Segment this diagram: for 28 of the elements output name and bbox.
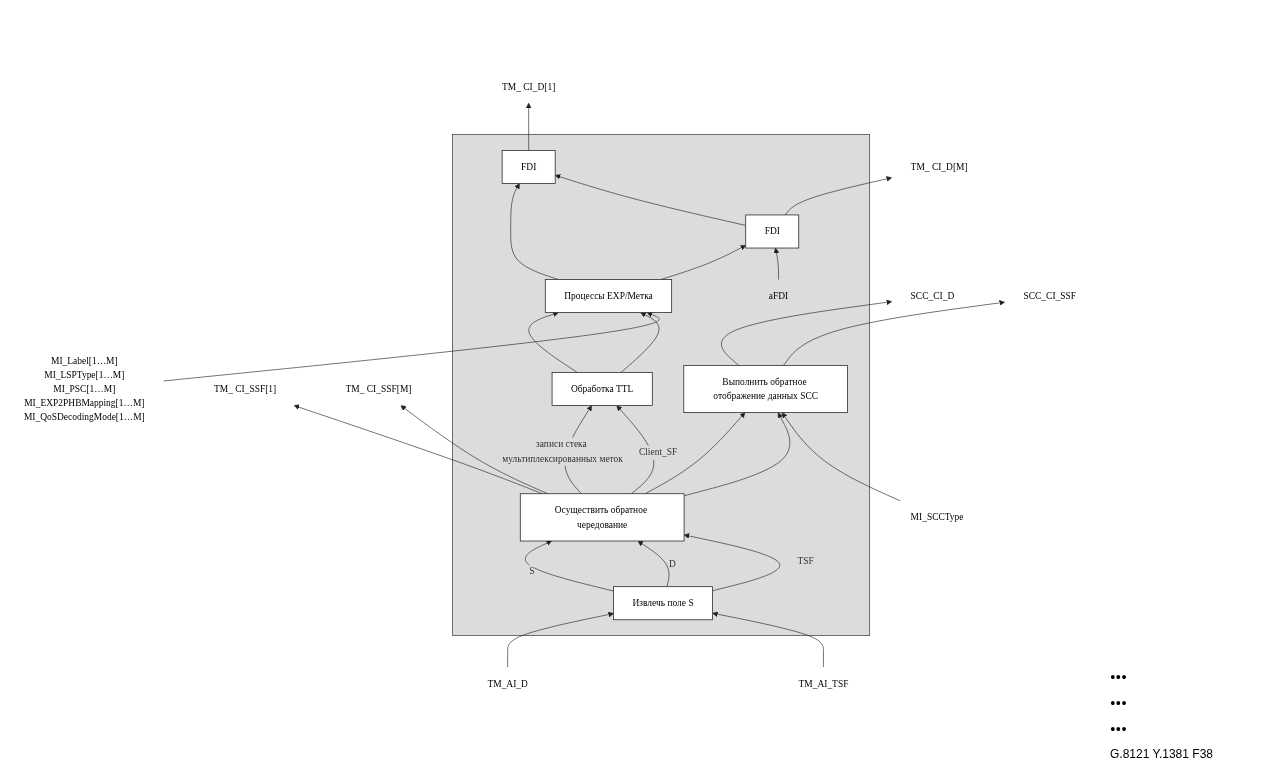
node-text: TM_ CI_SSF[M] xyxy=(345,384,412,395)
node-text: TM_AI_TSF xyxy=(798,678,849,689)
edge-label: записи стека мультиплексированных меток xyxy=(502,439,623,464)
edge-label: S xyxy=(529,566,535,577)
node-text: SCC_CI_D xyxy=(910,291,955,302)
node-box: Обработка TTL xyxy=(551,372,653,407)
edge-label: Client_SF xyxy=(638,447,678,458)
node-text: TM_AI_D xyxy=(487,678,528,689)
note-text: ••• xyxy=(1110,669,1128,687)
node-box: Выполнить обратное отображение данных SCC xyxy=(683,365,848,414)
node-text: MI_Label[1…M] MI_LSPType[1…M] MI_PSC[1…M] MI_EXP2PHBMapping[1…M] MI_QoSDecodingMode[1…M] xyxy=(23,355,145,423)
edge-label: D xyxy=(668,559,676,570)
node-box: FDI xyxy=(501,150,556,185)
node-text: aFDI xyxy=(768,291,789,302)
node-box: Извлечь поле S xyxy=(613,586,713,621)
node-box: FDI xyxy=(745,215,800,249)
node-text: MI_SCCType xyxy=(910,512,964,523)
node-box: Процессы EXP/Метка xyxy=(544,279,673,314)
node-box: Осуществить обратное чередование xyxy=(519,493,685,542)
node-text: TM_ CI_SSF[1] xyxy=(214,384,277,395)
node-text: SCC_CI_SSF xyxy=(1023,291,1077,302)
edge-label: TSF xyxy=(797,556,814,567)
note-text: G.8121 Y.1381 F38 xyxy=(1110,747,1214,761)
note-text: ••• xyxy=(1110,695,1128,713)
node-text: TM_ CI_D[1] xyxy=(502,81,556,92)
cluster xyxy=(452,134,871,637)
node-text: TM_ CI_D[M] xyxy=(910,162,968,173)
note-text: ••• xyxy=(1110,721,1128,739)
